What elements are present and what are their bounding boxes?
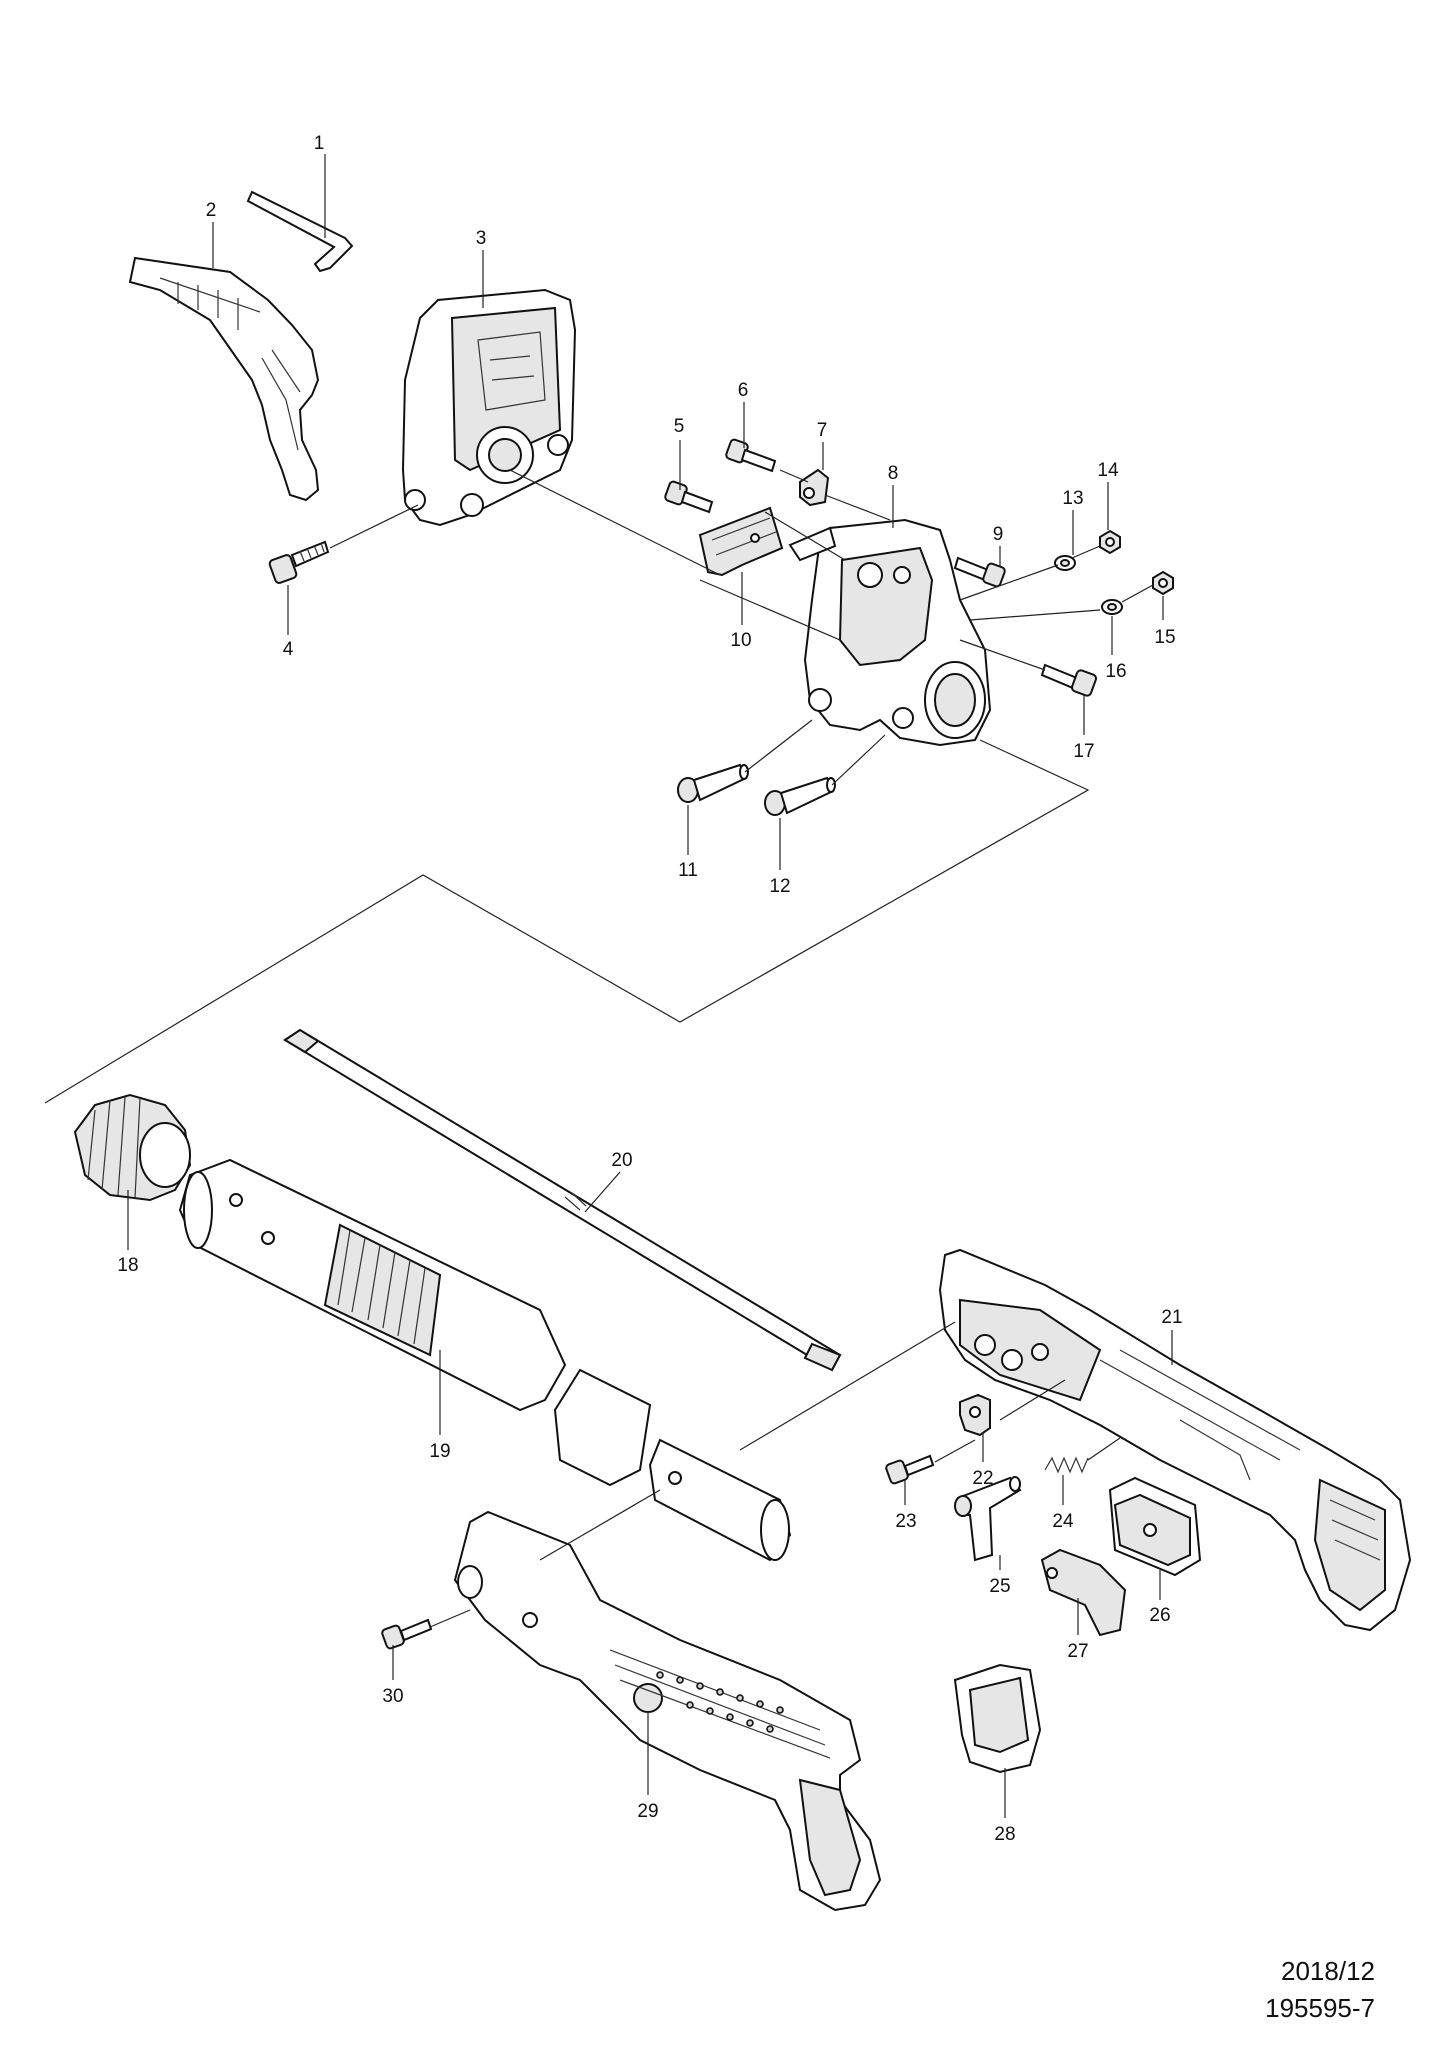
label-part-7: 7 bbox=[817, 420, 828, 441]
label-part-23: 23 bbox=[895, 1511, 916, 1532]
part-6-screw bbox=[725, 438, 777, 473]
label-part-9: 9 bbox=[993, 524, 1004, 545]
label-part-24: 24 bbox=[1052, 1511, 1074, 1532]
part-13-washer bbox=[1054, 555, 1076, 571]
part-17-screw bbox=[1040, 663, 1098, 697]
label-part-14: 14 bbox=[1097, 460, 1119, 481]
part-21-housing-right bbox=[938, 1248, 1412, 1632]
footer-doc-number: 195595-7 bbox=[1265, 1993, 1375, 2023]
label-part-18: 18 bbox=[117, 1255, 138, 1276]
part-1-hex-key bbox=[246, 190, 354, 273]
part-24-spring bbox=[1044, 1456, 1089, 1474]
part-12-pin bbox=[764, 776, 836, 816]
label-part-28: 28 bbox=[994, 1824, 1015, 1845]
label-part-4: 4 bbox=[283, 639, 294, 660]
part-number-labels: 1 2 3 4 5 6 7 8 9 10 11 12 13 14 15 16 1… bbox=[117, 133, 1182, 1845]
part-27-trigger bbox=[1040, 1548, 1127, 1637]
assembly-lines bbox=[44, 154, 1173, 1818]
part-15-nut bbox=[1152, 570, 1174, 596]
label-part-22: 22 bbox=[972, 1468, 993, 1489]
label-part-19: 19 bbox=[429, 1441, 450, 1462]
part-18-ring-nut bbox=[73, 1093, 192, 1202]
part-20-shaft bbox=[283, 1028, 842, 1372]
part-10-plate bbox=[698, 506, 784, 577]
part-19-extension-tube bbox=[178, 1158, 792, 1562]
part-25-plunger bbox=[954, 1476, 1022, 1562]
part-14-nut bbox=[1099, 529, 1121, 555]
label-part-30: 30 bbox=[382, 1686, 403, 1707]
label-part-10: 10 bbox=[730, 630, 751, 651]
part-3-housing-cover bbox=[401, 288, 577, 527]
label-part-11: 11 bbox=[678, 860, 698, 881]
label-part-5: 5 bbox=[674, 416, 685, 437]
label-part-16: 16 bbox=[1105, 661, 1126, 682]
label-part-3: 3 bbox=[476, 228, 487, 249]
part-4-screw bbox=[268, 540, 330, 584]
label-part-12: 12 bbox=[769, 876, 790, 897]
label-part-6: 6 bbox=[738, 380, 749, 401]
label-part-17: 17 bbox=[1073, 741, 1094, 762]
part-8-gear-housing bbox=[788, 518, 992, 747]
label-part-13: 13 bbox=[1062, 488, 1083, 509]
part-16-washer bbox=[1101, 599, 1123, 615]
part-11-pin bbox=[677, 763, 749, 803]
part-30-screw bbox=[381, 1618, 433, 1650]
label-part-20: 20 bbox=[611, 1150, 632, 1171]
label-part-29: 29 bbox=[637, 1801, 658, 1822]
label-part-26: 26 bbox=[1149, 1605, 1170, 1626]
label-part-21: 21 bbox=[1161, 1307, 1182, 1328]
label-part-27: 27 bbox=[1067, 1641, 1088, 1662]
part-29-housing-left bbox=[453, 1510, 882, 1912]
label-part-1: 1 bbox=[314, 133, 325, 154]
label-part-15: 15 bbox=[1154, 627, 1175, 648]
part-26-switch bbox=[1108, 1476, 1202, 1577]
part-7-clip bbox=[799, 468, 830, 507]
part-5-screw bbox=[664, 480, 714, 514]
part-23-screw bbox=[885, 1454, 935, 1485]
part-2-hook bbox=[128, 256, 320, 502]
label-part-2: 2 bbox=[206, 200, 217, 221]
part-28-cover bbox=[953, 1663, 1042, 1774]
part-9-screw bbox=[953, 556, 1006, 588]
part-22-bracket bbox=[959, 1393, 991, 1437]
footer-date: 2018/12 bbox=[1281, 1956, 1375, 1986]
label-part-8: 8 bbox=[888, 463, 899, 484]
label-part-25: 25 bbox=[989, 1576, 1010, 1597]
